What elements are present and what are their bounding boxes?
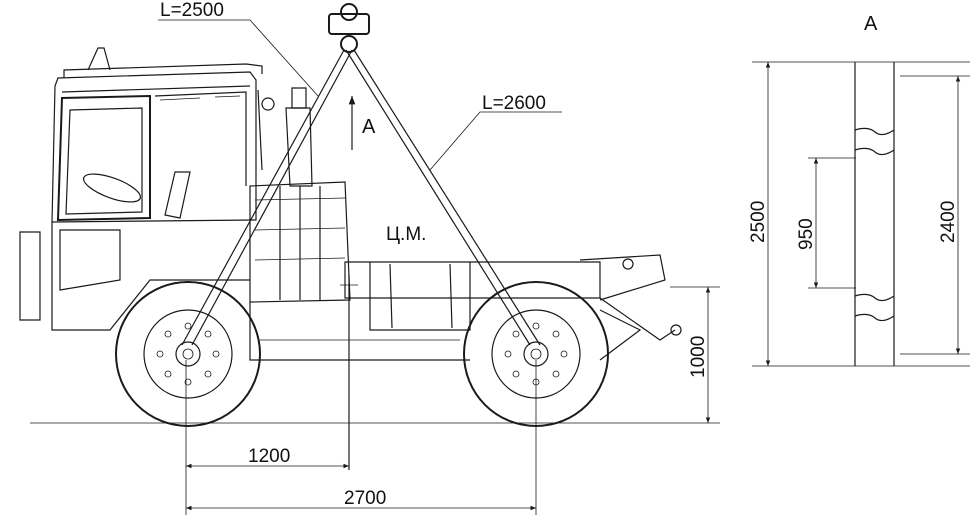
dim-view-section: 950 [796,218,817,250]
view-a-title: A [864,13,878,35]
sling-rear-label: L=2600 [482,93,546,114]
sling-front [181,49,353,346]
front-wheel [115,281,261,427]
sling-front-leader [158,19,319,97]
view-a-section [854,62,895,366]
dim-cm-offset: 1200 [248,446,290,467]
dim-hitch-height: 1000 [688,336,709,378]
dim-wheelbase: 2700 [344,488,386,509]
dim-view-total: 2500 [748,201,769,243]
dim-view-inner: 2400 [938,201,959,243]
tractor-body [19,47,720,424]
sling-rear-leader [429,111,562,171]
center-of-mass-label: Ц.М. [386,224,426,245]
view-arrow-label: A [362,116,376,138]
sling-rear [345,49,541,346]
sling-front-label: L=2500 [160,0,224,21]
lifting-hook [328,3,370,53]
